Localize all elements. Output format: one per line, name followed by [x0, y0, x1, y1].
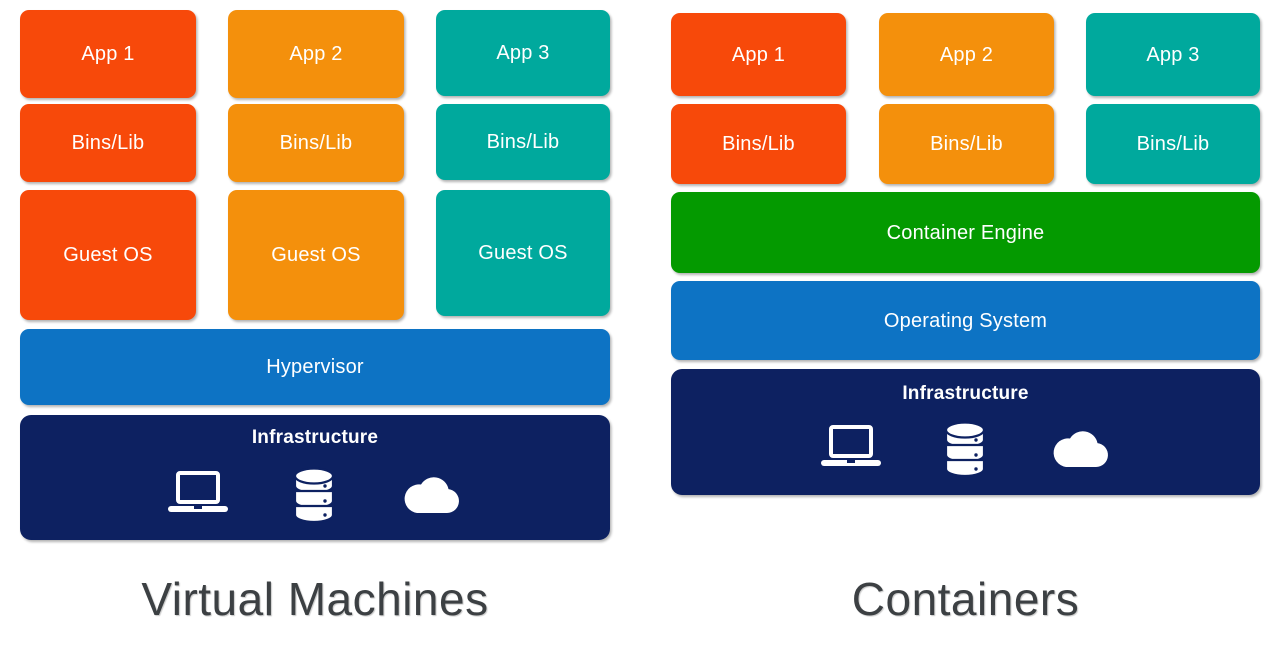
hypervisor-bar[interactable]: Hypervisor: [20, 329, 610, 405]
vm-bins-box-2[interactable]: Bins/Lib: [228, 104, 404, 182]
ct-bins-label-1: Bins/Lib: [722, 133, 795, 155]
ct-bins-box-2[interactable]: Bins/Lib: [879, 104, 1054, 184]
cloud-icon: [400, 473, 462, 515]
vm-guestos-box-1[interactable]: Guest OS: [20, 190, 196, 320]
vm-panel-caption: Virtual Machines: [141, 573, 489, 625]
ct-infrastructure-label: Infrastructure: [902, 383, 1029, 404]
vm-bins-box-3[interactable]: Bins/Lib: [436, 104, 610, 180]
ct-infrastructure-box[interactable]: Infrastructure: [671, 369, 1260, 495]
hypervisor-label: Hypervisor: [266, 356, 364, 378]
ct-app-box-3[interactable]: App 3: [1086, 13, 1260, 96]
vm-bins-label-3: Bins/Lib: [486, 131, 560, 153]
vm-app-box-3[interactable]: App 3: [436, 10, 610, 96]
vm-app-label-3: App 3: [496, 42, 550, 64]
database-icon: [292, 465, 336, 523]
ct-app-label-3: App 3: [1146, 43, 1200, 66]
vm-guestos-box-3[interactable]: Guest OS: [436, 190, 610, 316]
ct-app-label-1: App 1: [731, 43, 786, 66]
ct-bins-box-1[interactable]: Bins/Lib: [671, 104, 846, 184]
vm-infrastructure-box[interactable]: Infrastructure: [20, 415, 610, 540]
vm-bins-label-1: Bins/Lib: [71, 132, 145, 154]
cloud-icon: [1049, 427, 1111, 469]
vm-guestos-label-2: Guest OS: [271, 244, 361, 266]
vm-app-box-1[interactable]: App 1: [20, 10, 196, 98]
vm-guestos-label-3: Guest OS: [478, 242, 568, 264]
vm-app-box-2[interactable]: App 2: [228, 10, 404, 98]
operating-system-bar[interactable]: Operating System: [671, 281, 1260, 360]
vm-app-label-1: App 1: [81, 43, 135, 65]
laptop-icon: [168, 471, 228, 517]
ct-app-box-2[interactable]: App 2: [879, 13, 1054, 96]
vm-bins-label-2: Bins/Lib: [279, 132, 353, 154]
operating-system-label: Operating System: [883, 309, 1048, 332]
laptop-icon: [820, 425, 881, 471]
database-icon: [943, 419, 987, 477]
ct-bins-label-3: Bins/Lib: [1136, 133, 1210, 155]
vm-guestos-box-2[interactable]: Guest OS: [228, 190, 404, 320]
vm-guestos-label-1: Guest OS: [63, 244, 153, 266]
ct-app-label-2: App 2: [939, 43, 994, 66]
container-engine-bar[interactable]: Container Engine: [671, 192, 1260, 273]
vm-infrastructure-icons: [168, 465, 462, 523]
ct-bins-label-2: Bins/Lib: [930, 133, 1003, 155]
vm-infrastructure-label: Infrastructure: [251, 427, 379, 448]
containers-panel-caption: Containers: [851, 573, 1080, 625]
container-engine-label: Container Engine: [886, 221, 1045, 244]
ct-app-box-1[interactable]: App 1: [671, 13, 846, 96]
ct-infrastructure-icons: [820, 419, 1111, 477]
ct-bins-box-3[interactable]: Bins/Lib: [1086, 104, 1260, 184]
vm-app-label-2: App 2: [289, 43, 343, 65]
vm-bins-box-1[interactable]: Bins/Lib: [20, 104, 196, 182]
